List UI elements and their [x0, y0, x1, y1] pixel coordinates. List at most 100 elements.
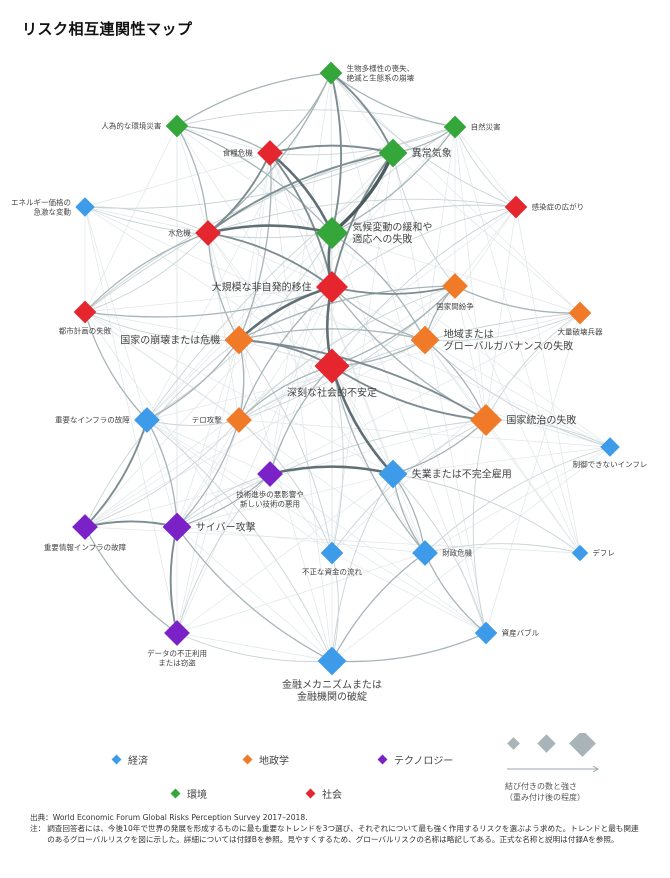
node-label-deflation: デフレ	[592, 548, 615, 558]
background-edge	[424, 339, 487, 421]
background-edge	[84, 152, 271, 208]
edge-financial-bubble	[331, 632, 487, 663]
node-cii[interactable]	[72, 514, 98, 540]
node-interstate[interactable]	[442, 273, 468, 299]
edge-migration-terror	[238, 286, 333, 421]
edge-urban-water	[84, 232, 209, 313]
node-climate[interactable]	[316, 217, 348, 249]
node-cyber[interactable]	[162, 512, 192, 542]
background-edge	[207, 232, 333, 288]
edge-nationalgov-statecollapse	[238, 339, 487, 421]
node-label-biodiv: 生物多様性の喪失、	[347, 63, 415, 73]
node-label-financial: 金融機関の破綻	[297, 690, 367, 703]
edge-nationalgov-cyber	[176, 419, 487, 528]
node-energy[interactable]	[75, 197, 95, 217]
node-tech[interactable]	[257, 461, 283, 487]
node-inflation[interactable]	[600, 437, 620, 457]
node-manmade[interactable]	[165, 114, 189, 138]
background-edge	[424, 446, 611, 554]
node-biodiv[interactable]	[319, 61, 343, 85]
edge-migration-interstate	[331, 285, 456, 295]
node-label-weather: 異常気象	[412, 147, 452, 160]
edge-infra-statecollapse	[146, 339, 240, 421]
edge-weather-water	[207, 152, 394, 234]
edge-unemploy-nationalgov	[392, 419, 487, 475]
background-edge	[331, 286, 611, 448]
node-food[interactable]	[257, 140, 283, 166]
node-label-energy: 急激な変動	[33, 206, 71, 216]
node-label-interstate: 国家間紛争	[436, 301, 474, 311]
node-financial[interactable]	[317, 646, 347, 676]
strength-legend-label-1: 結び付きの数と強さ	[505, 782, 577, 791]
node-disease[interactable]	[504, 195, 528, 219]
node-instability[interactable]	[314, 348, 350, 384]
node-unemploy[interactable]	[378, 459, 408, 489]
edge-unemploy-tech	[269, 465, 394, 476]
background-edge	[269, 152, 426, 554]
edge-interstate-statecollapse	[238, 285, 456, 341]
node-wmd[interactable]	[568, 301, 592, 325]
background-edge	[331, 552, 487, 634]
edge-illicit-terror	[238, 419, 333, 554]
footer-note: 注： 調査回答者には、今後10年で世界の発展を形成するものに最も重要なトレンドを…	[30, 823, 640, 845]
strength-arrow-head	[592, 765, 599, 773]
edge-inflation-fiscal	[424, 446, 611, 554]
footer-source: 出典：World Economic Forum Global Risks Per…	[30, 813, 308, 822]
background-edge	[392, 152, 581, 314]
node-deflation[interactable]	[571, 544, 589, 562]
background-edge	[146, 152, 394, 421]
node-label-datafraud: または窃盗	[158, 658, 196, 668]
background-edge	[84, 311, 426, 554]
background-edge	[176, 339, 240, 528]
node-nationalgov[interactable]	[470, 404, 502, 436]
node-label-tech: 新しい技術の悪用	[240, 499, 300, 509]
background-edge	[84, 206, 178, 528]
edge-migration-governance	[331, 286, 426, 341]
background-edge	[176, 473, 394, 528]
node-urban[interactable]	[73, 300, 97, 324]
strength-medium-diamond	[537, 734, 556, 753]
edge-datafraud-financial	[176, 632, 333, 662]
edge-cyber-cii	[84, 520, 178, 528]
node-migration[interactable]	[316, 271, 348, 303]
node-weather[interactable]	[378, 138, 408, 168]
background-edge	[331, 312, 581, 554]
node-fiscal[interactable]	[412, 540, 438, 566]
edge-tech-cyber	[176, 473, 271, 528]
node-label-natural: 自然災害	[471, 122, 501, 132]
background-edge	[176, 632, 333, 662]
edge-cyber-financial	[176, 526, 333, 662]
node-label-financial: 金融メカニズムまたは	[282, 678, 382, 691]
node-water[interactable]	[195, 220, 221, 246]
edge-weather-interstate	[392, 152, 456, 287]
node-label-bubble: 資産バブル	[502, 628, 540, 638]
background-edge	[330, 72, 487, 634]
background-edge	[176, 473, 394, 634]
edge-statecollapse-food	[238, 152, 272, 341]
edge-instability-unemploy	[330, 365, 394, 475]
edge-urban-statecollapse	[84, 311, 240, 341]
background-edge	[238, 339, 611, 448]
node-illicit[interactable]	[320, 541, 344, 565]
background-edge	[176, 526, 426, 554]
background-edge	[454, 126, 581, 554]
node-natural[interactable]	[443, 115, 467, 139]
strength-large-diamond	[569, 730, 596, 757]
edge-disease-instability	[331, 206, 517, 367]
edge-water-food	[207, 152, 271, 234]
node-label-nationalgov: 国家統治の失敗	[506, 414, 576, 427]
background-edge	[84, 311, 240, 341]
background-edge	[269, 232, 333, 475]
background-edge	[454, 285, 581, 554]
legend-economy-swatch	[111, 754, 122, 765]
edge-water-manmade	[176, 125, 209, 234]
node-label-climate: 適応への失敗	[352, 233, 412, 246]
node-datafraud[interactable]	[164, 620, 190, 646]
background-edge	[485, 419, 581, 554]
node-governance[interactable]	[410, 325, 440, 355]
background-edge	[485, 206, 517, 421]
node-bubble[interactable]	[474, 621, 498, 645]
legend-technology: テクノロジー	[377, 752, 453, 767]
background-edge	[485, 312, 581, 634]
strength-small-diamond	[507, 737, 520, 750]
